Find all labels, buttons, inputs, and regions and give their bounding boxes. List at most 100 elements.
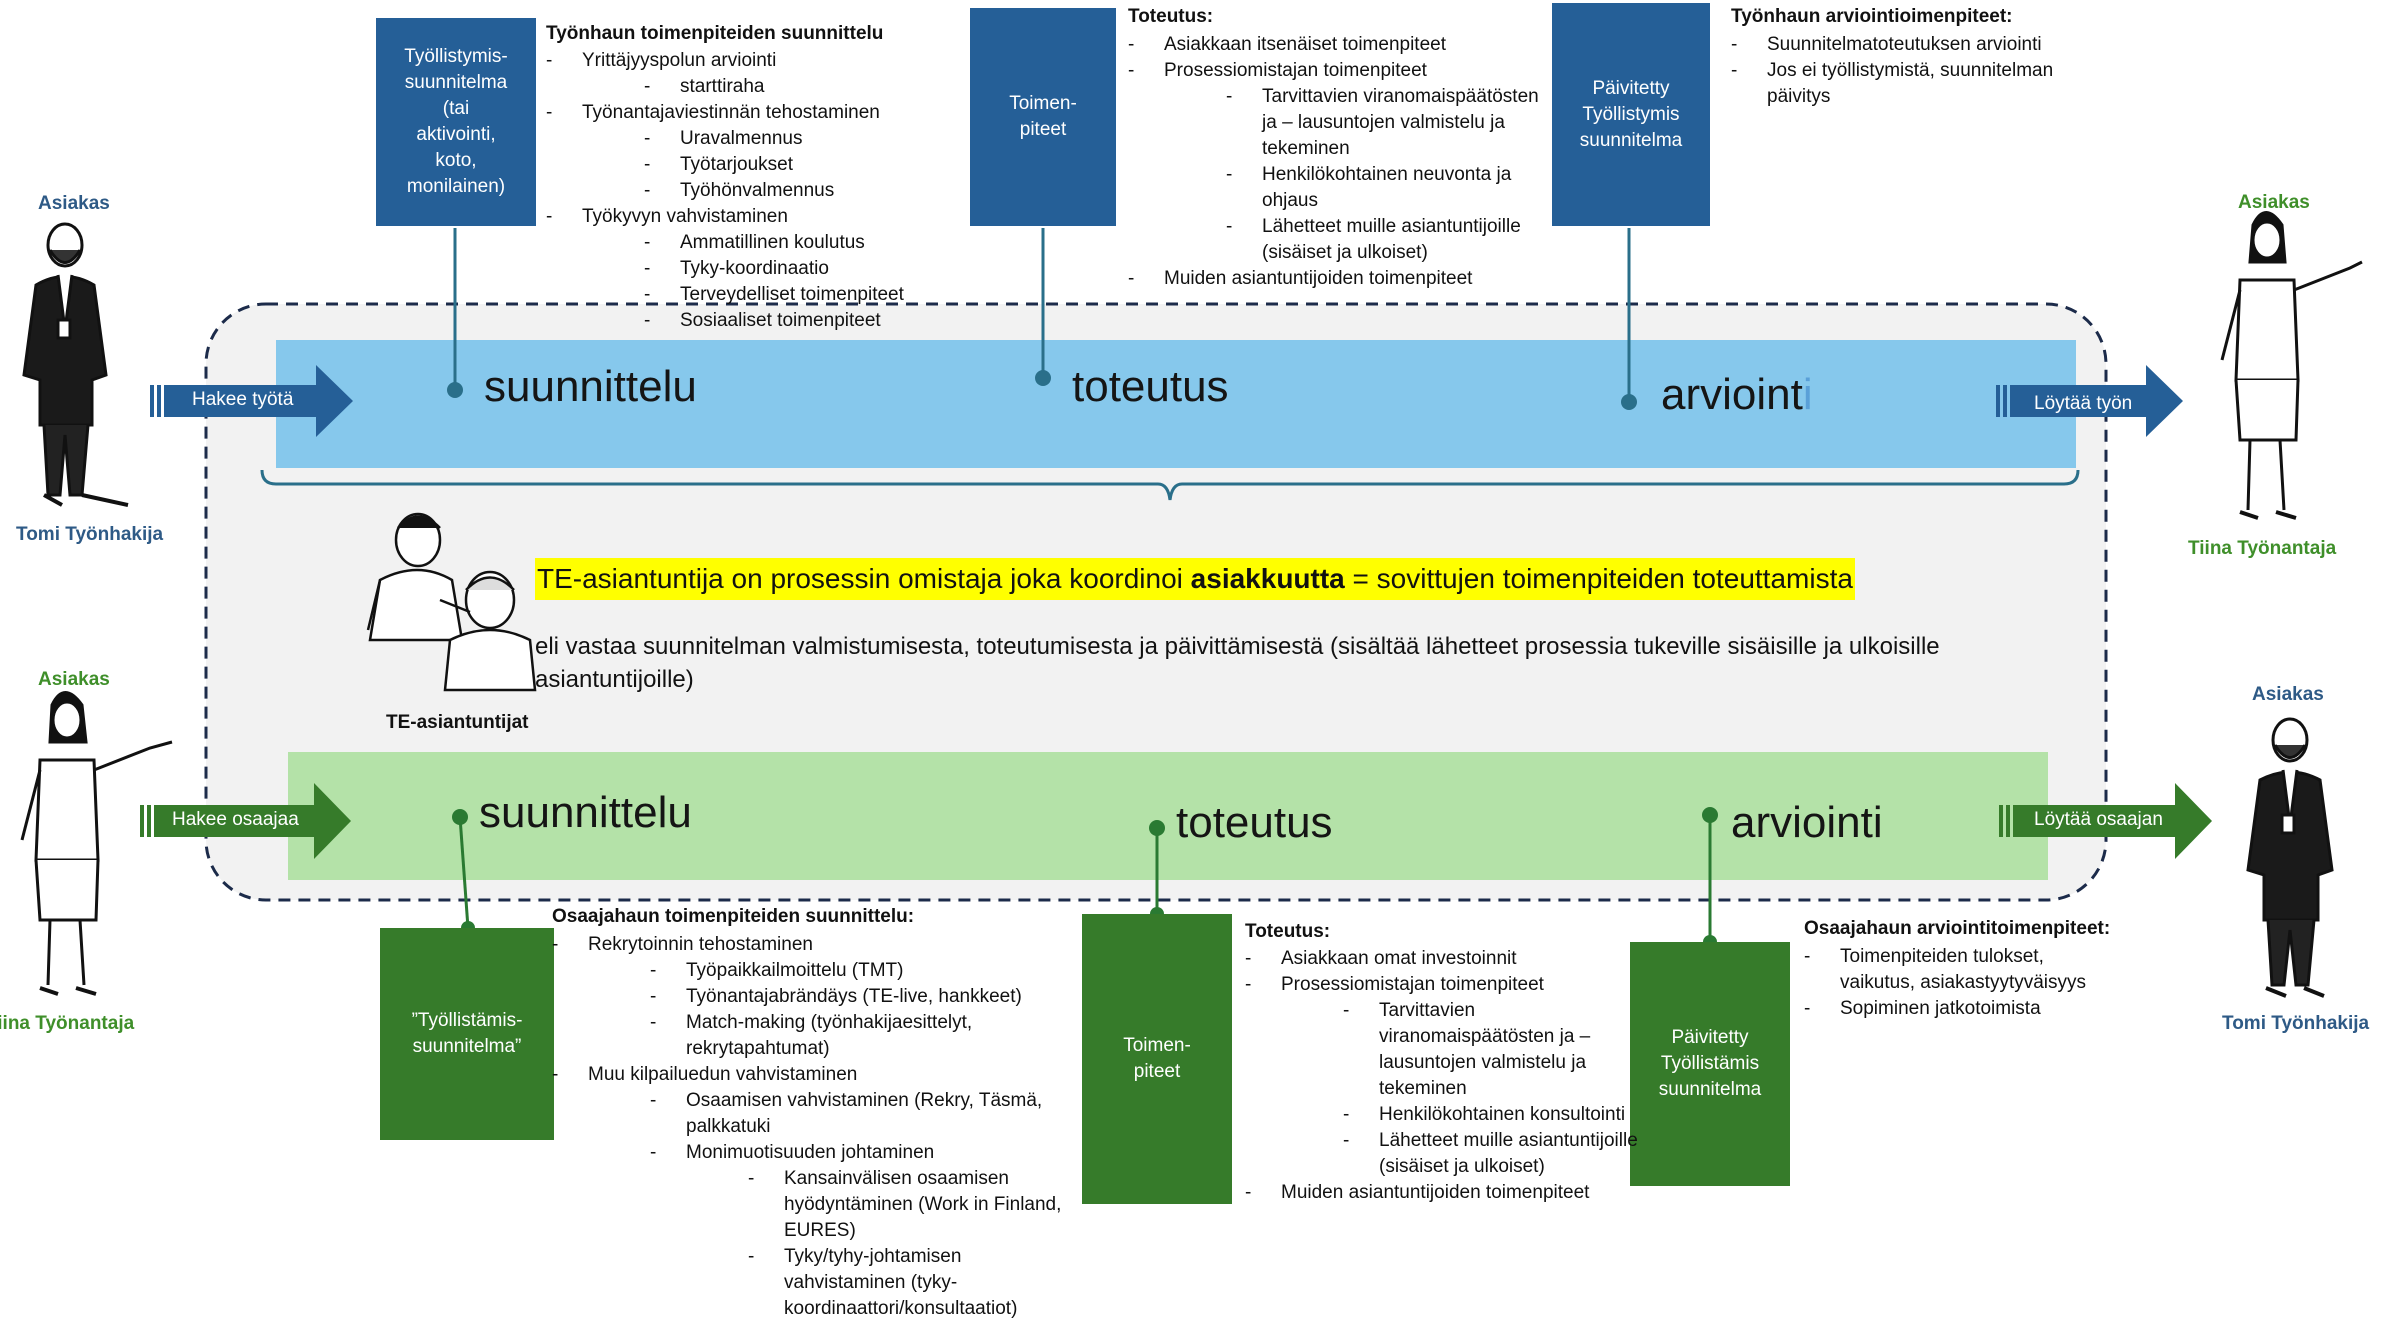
list-item: Työkyvyn vahvistaminen	[546, 204, 966, 230]
list-item: Asiakkaan omat investoinnit	[1245, 946, 1645, 972]
updated-plan-box: Päivitetty Työllistymis suunnitelma	[1552, 3, 1710, 226]
list-item: Toimenpiteiden tulokset, vaikutus, asiak…	[1804, 944, 2124, 996]
execution-title: Toteutus:	[1128, 6, 1214, 27]
list-item: Rekrytoinnin tehostaminen	[552, 932, 1082, 958]
green-execution-list: Asiakkaan omat investoinnitProsessiomist…	[1245, 946, 1645, 1206]
green-updated-plan-box: Päivitetty Työllistämis suunnitelma	[1630, 942, 1790, 1186]
list-item: Tyky/tyhy-johtamisen vahvistaminen (tyky…	[552, 1244, 1082, 1322]
list-item: Osaamisen vahvistaminen (Rekry, Täsmä, p…	[552, 1088, 1082, 1140]
job-seeker-process-band	[276, 340, 2076, 468]
list-item: Tarvittavien viranomaispäätösten ja – la…	[1128, 84, 1558, 162]
arrow-out-green	[1999, 783, 2212, 859]
list-item: Henkilökohtainen neuvonta ja ohjaus	[1128, 162, 1558, 214]
list-item: Tyky-koordinaatio	[546, 256, 966, 282]
plan-connector-dot	[447, 382, 463, 398]
list-item: Työhönvalmennus	[546, 178, 966, 204]
list-item: Henkilökohtainen konsultointi	[1245, 1102, 1645, 1128]
green-plan-connector	[458, 816, 470, 929]
list-item: Kansainvälisen osaamisen hyödyntäminen (…	[552, 1166, 1082, 1244]
te-experts-icon	[366, 512, 537, 692]
arrow-out-green-label: Löytää osaajan	[2034, 809, 2163, 830]
list-item: Yrittäjyyspolun arviointi	[546, 48, 966, 74]
employer-process-band	[288, 752, 2048, 880]
owner-description: eli vastaa suunnitelman valmistumisesta,…	[535, 633, 1940, 693]
arrow-in-blue	[150, 365, 353, 437]
top-right-customer-role: Asiakas	[2238, 192, 2310, 213]
plan-title: Työnhaun toimenpiteiden suunnittelu	[546, 23, 884, 44]
green-plan-title: Osaajahaun toimenpiteiden suunnittelu:	[552, 906, 915, 927]
arrow-in-green	[140, 783, 351, 859]
list-item: Prosessiomistajan toimenpiteet	[1245, 972, 1645, 998]
list-item: Ammatillinen koulutus	[546, 230, 966, 256]
phase-planning: suunnittelu	[484, 362, 697, 411]
person-tomi-bottom-icon	[2246, 717, 2334, 998]
arrow-in-blue-label: Hakee työtä	[192, 389, 294, 410]
list-item: Asiakkaan itsenäiset toimenpiteet	[1128, 32, 1558, 58]
bottom-right-customer-name: Tomi Työnhakija	[2222, 1013, 2370, 1034]
green-evaluation-title: Osaajahaun arviointitoimenpiteet:	[1804, 918, 2111, 939]
list-item: Tarvittavien viranomaispäätösten ja – la…	[1245, 998, 1645, 1102]
list-item: Suunnitelmatoteutuksen arviointi	[1731, 32, 2101, 58]
bottom-right-customer-role: Asiakas	[2252, 684, 2324, 705]
coordination-brace	[260, 469, 2080, 501]
list-item: Lähetteet muille asiantuntijoille (sisäi…	[1128, 214, 1558, 266]
phase-evaluation-last-letter: i	[1802, 370, 1813, 419]
list-item: Työnantajabrändäys (TE-live, hankkeet)	[552, 984, 1082, 1010]
list-item: Uravalmennus	[546, 126, 966, 152]
list-item: Työnantajaviestinnän tehostaminen	[546, 100, 966, 126]
connectors	[20, 211, 2363, 998]
person-tomi-top-icon	[22, 222, 129, 507]
green-evaluation-list: Toimenpiteiden tulokset, vaikutus, asiak…	[1804, 944, 2124, 1022]
green-phase-evaluation: arviointi	[1731, 798, 1883, 847]
actions-box: Toimen- piteet	[970, 8, 1116, 226]
top-left-customer-role: Asiakas	[38, 193, 110, 214]
actions-connector-dot	[1035, 370, 1051, 386]
green-plan-connector-dot	[452, 809, 468, 825]
bottom-left-customer-role: Asiakas	[38, 669, 110, 690]
phase-evaluation: arviointi	[1661, 370, 1813, 420]
arrow-out-blue-label: Löytää työn	[2034, 393, 2133, 414]
green-phase-execution: toteutus	[1176, 798, 1333, 847]
bottom-left-customer-name: Tiina Työnantaja	[0, 1013, 135, 1034]
person-tiina-top-icon	[2220, 211, 2363, 520]
list-item: Sosiaaliset toimenpiteet	[546, 308, 966, 334]
evaluation-title: Työnhaun arviointioimenpiteet:	[1731, 6, 2013, 27]
green-updated-connector-dot	[1702, 807, 1718, 823]
updated-connector-dot	[1621, 394, 1637, 410]
owner-highlight-bold: asiakkuutta	[1190, 563, 1345, 594]
arrow-in-green-label: Hakee osaajaa	[172, 809, 299, 830]
top-right-customer-name: Tiina Työnantaja	[2188, 538, 2337, 559]
phase-evaluation-main: arvioint	[1661, 370, 1803, 419]
list-item: Jos ei työllistymistä, suunnitelman päiv…	[1731, 58, 2101, 110]
top-left-customer-name: Tomi Työnhakija	[16, 524, 164, 545]
list-item: Työpaikkailmoittelu (TMT)	[552, 958, 1082, 984]
list-item: Muiden asiantuntijoiden toimenpiteet	[1245, 1180, 1645, 1206]
execution-list: Asiakkaan itsenäiset toimenpiteetProsess…	[1128, 32, 1558, 292]
list-item: Monimuotisuuden johtaminen	[552, 1140, 1082, 1166]
owner-highlight-post: = sovittujen toimenpiteiden toteuttamist…	[1344, 563, 1853, 594]
list-item: Terveydelliset toimenpiteet	[546, 282, 966, 308]
list-item: Muu kilpailuedun vahvistaminen	[552, 1062, 1082, 1088]
arrow-out-blue	[1996, 365, 2183, 437]
list-item: Muiden asiantuntijoiden toimenpiteet	[1128, 266, 1558, 292]
owner-highlight: TE-asiantuntija on prosessin omistaja jo…	[535, 558, 1855, 600]
te-experts-label: TE-asiantuntijat	[386, 712, 529, 733]
list-item: Prosessiomistajan toimenpiteet	[1128, 58, 1558, 84]
green-execution-title: Toteutus:	[1245, 921, 1331, 942]
plan-list: Yrittäjyyspolun arviointistarttirahaTyön…	[546, 48, 966, 334]
list-item: Lähetteet muille asiantuntijoille (sisäi…	[1245, 1128, 1645, 1180]
owner-highlight-pre: TE-asiantuntija on prosessin omistaja jo…	[537, 563, 1191, 594]
green-phase-planning: suunnittelu	[479, 788, 692, 837]
list-item: Match-making (työnhakijaesittelyt, rekry…	[552, 1010, 1082, 1062]
green-plan-list: Rekrytoinnin tehostaminenTyöpaikkailmoit…	[552, 932, 1082, 1322]
green-actions-connector-dot	[1149, 820, 1165, 836]
green-actions-box: Toimen- piteet	[1082, 914, 1232, 1204]
list-item: Sopiminen jatkotoimista	[1804, 996, 2124, 1022]
phase-execution: toteutus	[1072, 362, 1229, 411]
list-item: Työtarjoukset	[546, 152, 966, 178]
employment-plan-box: Työllistymis- suunnitelma (tai aktivoint…	[376, 18, 536, 226]
list-item: starttiraha	[546, 74, 966, 100]
evaluation-list: Suunnitelmatoteutuksen arviointiJos ei t…	[1731, 32, 2101, 110]
person-tiina-bottom-icon	[20, 691, 173, 996]
green-plan-box: ”Työllistämis- suunnitelma”	[380, 928, 554, 1140]
